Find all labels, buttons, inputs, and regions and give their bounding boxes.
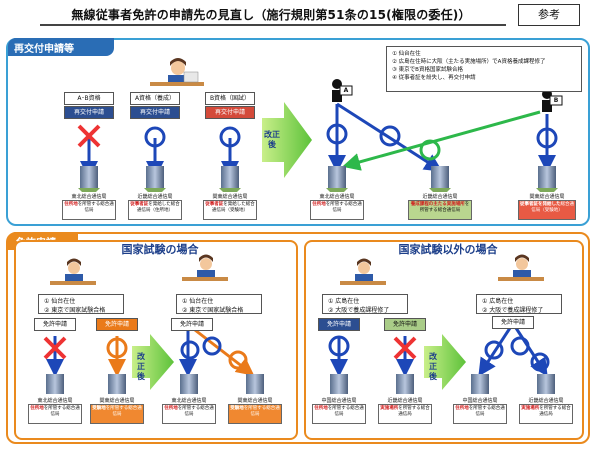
rule-note: 住所地を所管する総合通信局 [162, 404, 216, 424]
license-apply-label: 免許申請 [171, 318, 213, 331]
reissue-apply-label: 再交付申請 [64, 106, 114, 119]
rule-note: 住所地を所管する総合通信局 [62, 200, 116, 220]
qualification-b: B資格（国試） [205, 92, 255, 105]
kaisei-label: 改正後 [137, 352, 145, 381]
rule-note: 受験地を所管する総合通信局 [228, 404, 282, 424]
title-underline [40, 24, 506, 26]
reading-person-icon [340, 258, 386, 285]
office-label: 関東総合通信局 [212, 194, 248, 200]
office-label: 近畿総合通信局 [387, 398, 423, 404]
license-apply-label: 免許申請 [96, 318, 138, 331]
reissue-apply-label: 再交付申請 [205, 106, 255, 119]
scenario-legend: ① 仙台在住 ② 広島在住時に大阪（主たる実施場所）でA資格養成課程修了 ③ 東… [386, 46, 582, 92]
building-icon [78, 166, 241, 192]
office-label: 中国総合通信局 [321, 398, 357, 404]
card-label-b: B [553, 97, 559, 104]
reference-badge: 参考 [518, 4, 580, 26]
qualification-ab: A･B資格 [64, 92, 114, 105]
qualification-a: A資格（養成） [130, 92, 180, 105]
office-label: 東北総合通信局 [37, 398, 73, 404]
check-circle-icon [144, 126, 241, 148]
rule-note: 従事者証を発給した総合通信局（住所地） [128, 200, 182, 220]
condition-box: ① 仙台在住 ② 東京で国家試験合格 [176, 294, 262, 314]
reading-person-icon [150, 58, 204, 86]
license-section [6, 232, 590, 444]
license-apply-label: 免許申請 [384, 318, 426, 331]
office-label: 東北総合通信局 [171, 398, 207, 404]
x-mark-icon [77, 124, 101, 148]
office-label: 近畿総合通信局 [137, 194, 173, 200]
legend-item: ② 広島在住時に大阪（主たる実施場所）でA資格養成課程修了 [392, 59, 546, 65]
rule-note: 従事者証を発給した総合通信局（受験地） [518, 200, 576, 220]
rule-note: 実施場所を所管する総合通信局 [519, 404, 573, 424]
page-title: 無線従事者免許の申請先の見直し（施行規則第51条の15(権限の委任)） [71, 8, 471, 22]
condition-box: ① 広島在住 ② 大阪で養成課程修了 [322, 294, 408, 314]
national-exam-title: 国家試験の場合 [121, 243, 199, 256]
office-label: 中国総合通信局 [462, 398, 498, 404]
reissue-apply-label: 再交付申請 [130, 106, 180, 119]
transition-arrow [262, 102, 312, 178]
office-label: 関東総合通信局 [237, 398, 273, 404]
reissue-section-label: 再交付申請等 [8, 38, 114, 56]
office-label: 近畿総合通信局 [422, 194, 458, 200]
rule-note: 養成課程の主たる実施場所を所管する総合通信局 [408, 200, 472, 220]
license-apply-label: 免許申請 [318, 318, 360, 331]
reading-person-icon [498, 254, 544, 281]
rule-note: 受験地を所管する総合通信局 [90, 404, 144, 424]
office-label: 関東総合通信局 [99, 398, 135, 404]
rule-note: 住所地を所管する総合通信局 [28, 404, 82, 424]
rule-note: 従事者証を発給した総合通信局（受験地） [203, 200, 257, 220]
license-apply-label: 免許申請 [492, 316, 534, 329]
office-label: 東北総合通信局 [71, 194, 107, 200]
rule-note: 住所地を所管する総合通信局 [453, 404, 507, 424]
office-label: 関東総合通信局 [529, 194, 565, 200]
other-title: 国家試験以外の場合 [398, 243, 498, 256]
reading-person-icon [50, 258, 96, 285]
legend-item: ④ 従事者証を紛失し、再交付申請 [392, 75, 476, 81]
office-label: 近畿総合通信局 [528, 398, 564, 404]
reissue-section [6, 38, 590, 226]
kaisei-label: 改正後 [429, 352, 437, 381]
card-label-a: A [343, 87, 349, 94]
reading-person-icon [182, 254, 228, 281]
condition-box: ① 仙台在住 ② 東京で国家試験合格 [38, 294, 124, 314]
person-card-icon-a [332, 79, 353, 102]
rule-note: 実施場所を所管する総合通信局 [378, 404, 432, 424]
legend-item: ③ 東京でB資格国家試験合格 [392, 67, 463, 73]
office-label: 東北総合通信局 [319, 194, 355, 200]
rule-note: 住所地を所管する総合通信局 [312, 404, 366, 424]
legend-item: ① 仙台在住 [392, 51, 421, 57]
license-apply-label: 免許申請 [34, 318, 76, 331]
condition-box: ① 広島在住 ② 大阪で養成課程修了 [476, 294, 562, 314]
rule-note: 住所地を所管する総合通信局 [310, 200, 364, 220]
kaisei-label: 改正後 [264, 130, 280, 149]
